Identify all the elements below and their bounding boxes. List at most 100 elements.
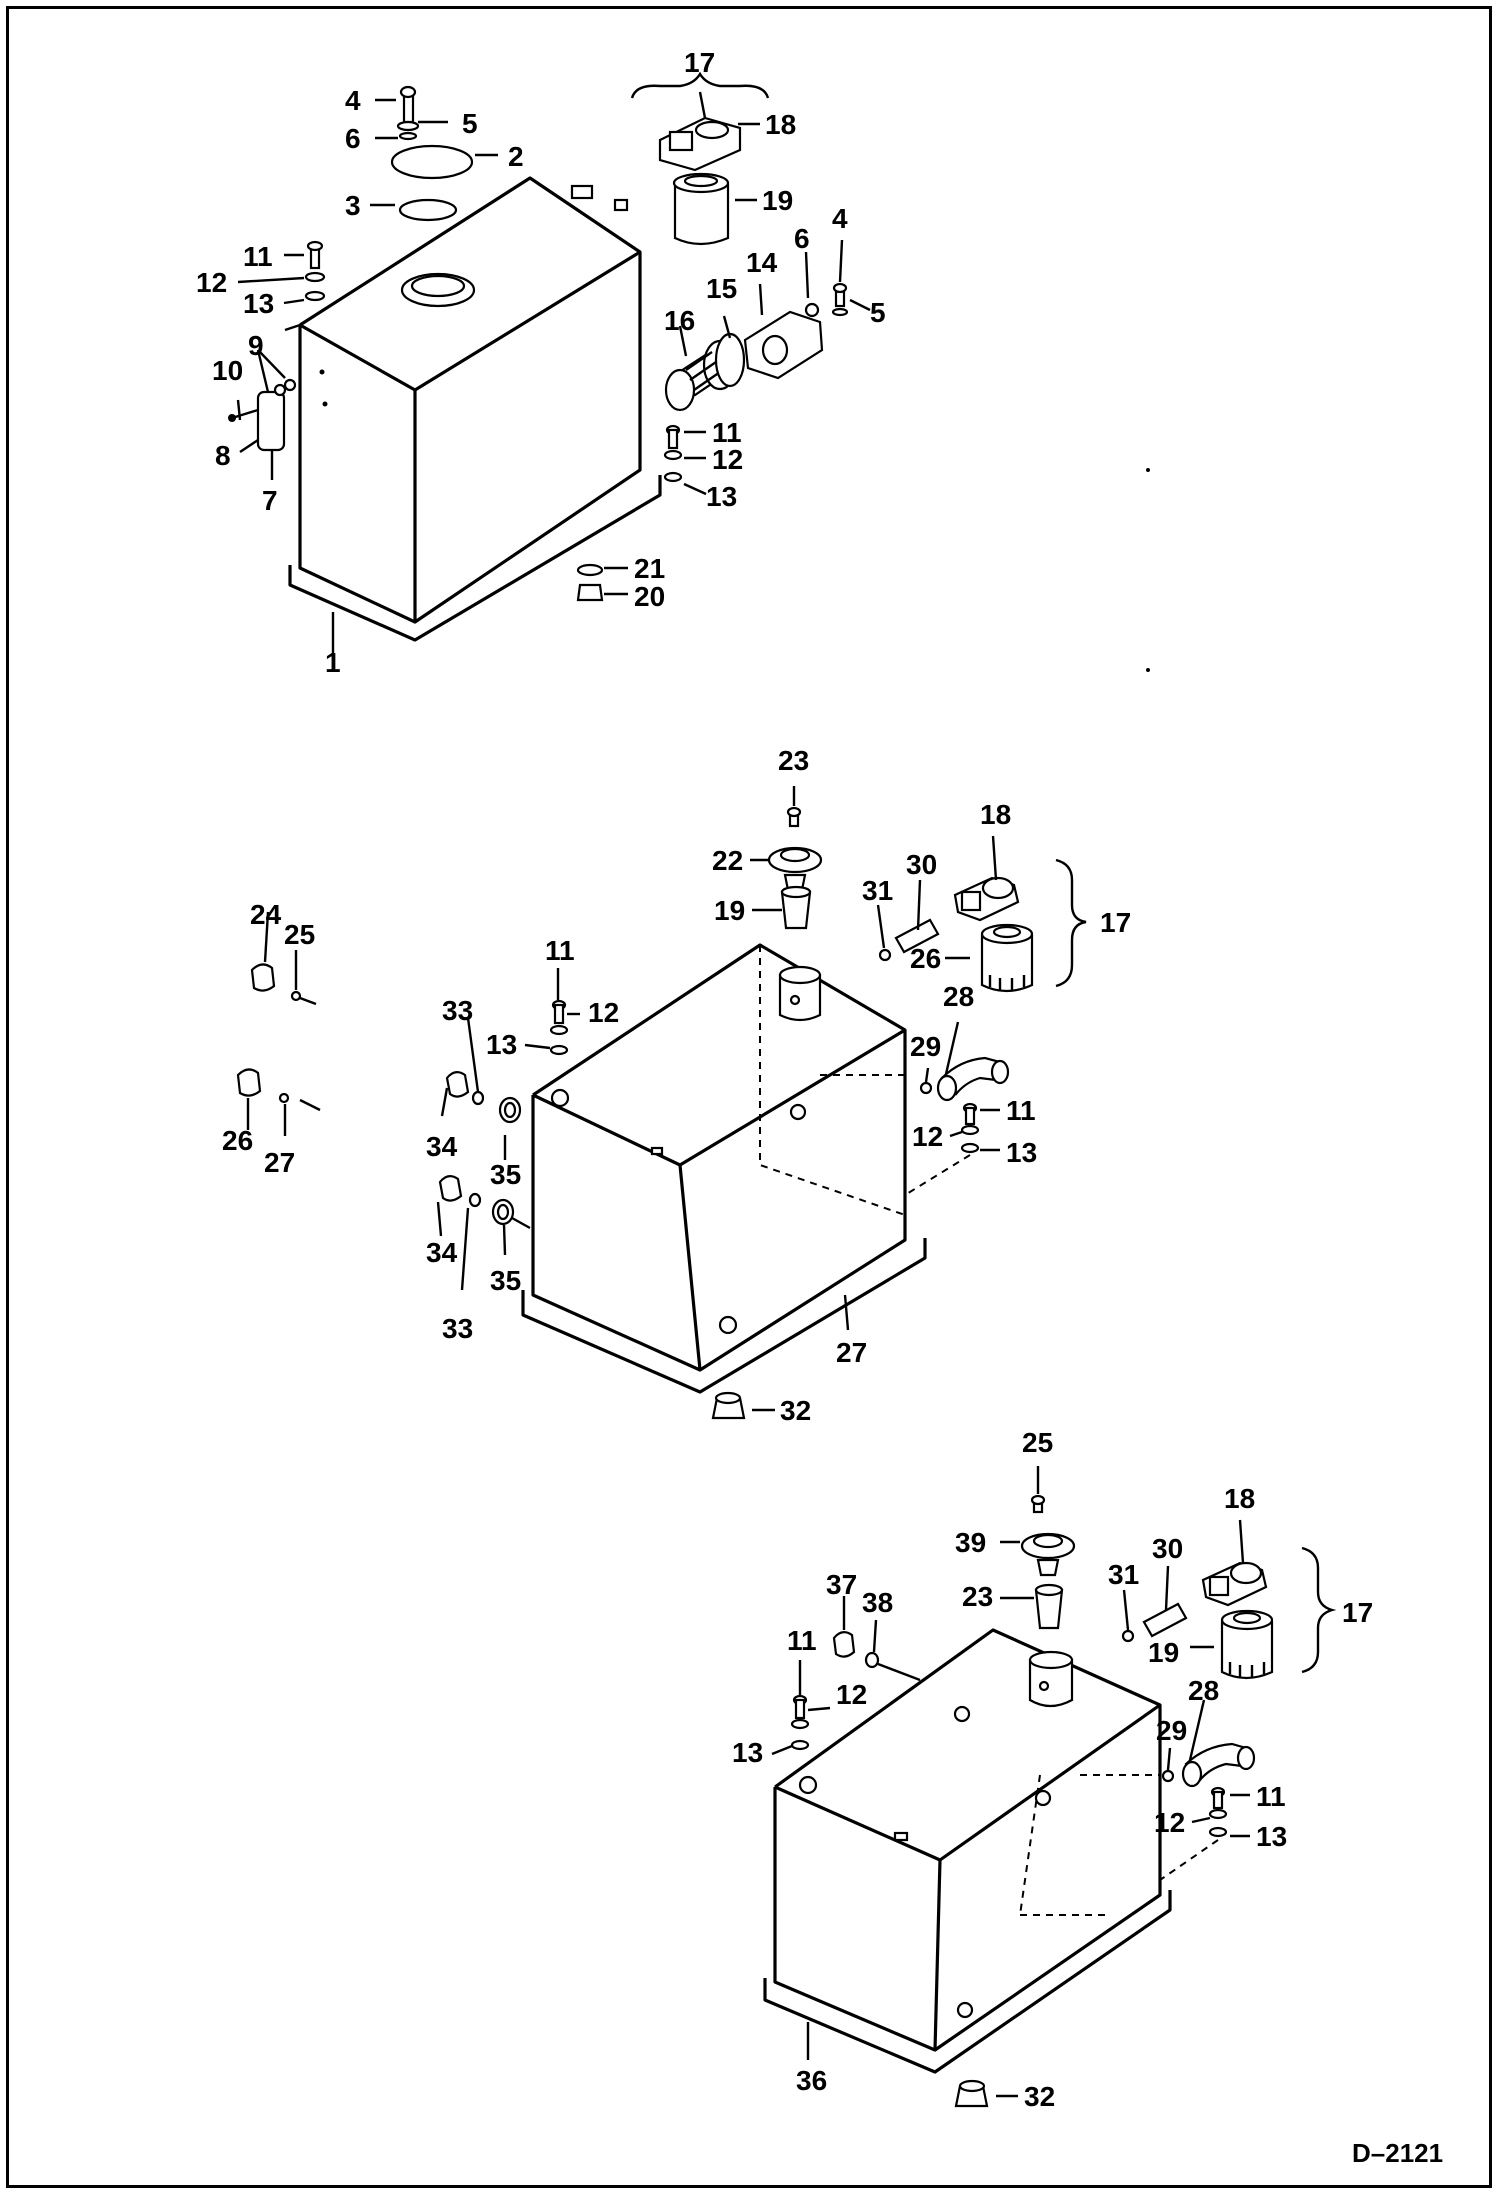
callout-34a: 35 — [490, 1159, 521, 1190]
tank-36 — [763, 1628, 1172, 2074]
callout-10: 10 — [212, 355, 243, 386]
callout-16: 16 — [664, 305, 695, 336]
callout-12b: 12 — [836, 1679, 867, 1710]
callout-12m-r: 12 — [912, 1121, 943, 1152]
callout-12b-r: 12 — [1154, 1807, 1185, 1838]
callout-11b: 11 — [712, 417, 742, 448]
callout-36: 36 — [796, 2065, 827, 2096]
callouts-middle: 23 22 19 18 30 31 17 19 19 19 18 28 29 1… — [222, 745, 1131, 1426]
callout-12b: 12 — [712, 444, 743, 475]
callout-4b: 4 — [832, 203, 848, 234]
callout-19: 19 — [762, 185, 793, 216]
cover-plate — [390, 144, 474, 180]
filter-element-mid — [980, 923, 1034, 993]
callout-13b: 13 — [732, 1737, 763, 1768]
bottom-leaders — [771, 1466, 1337, 2098]
callout-26b: 26 — [222, 1125, 253, 1156]
callout-34b: 35 — [490, 1265, 521, 1296]
callout-25: 23 — [778, 745, 809, 776]
callout-13b-r: 13 — [1256, 1821, 1287, 1852]
callout-6: 6 — [345, 123, 361, 154]
callout-30: 30 — [906, 849, 937, 880]
callout-18: 18 — [765, 109, 796, 140]
top-leaders — [236, 71, 871, 654]
callout-11m: 11 — [545, 935, 575, 966]
callout-28b: 28 — [1188, 1675, 1219, 1706]
callout-13b: 13 — [706, 481, 737, 512]
callout-7: 7 — [262, 485, 278, 516]
callout-28: 28 — [943, 981, 974, 1012]
tank-22 — [521, 943, 927, 1394]
callout-17m: 17 — [1100, 907, 1131, 938]
callout-6b: 6 — [794, 223, 810, 254]
callout-5: 5 — [462, 108, 478, 139]
callout-18b: 18 — [1224, 1483, 1255, 1514]
callout-12: 12 — [196, 267, 227, 298]
callout-30b: 30 — [1152, 1533, 1183, 1564]
o-ring — [398, 198, 458, 222]
middle-leaders — [246, 786, 1087, 1412]
callout-26a: 24 — [250, 899, 282, 930]
callout-1: 1 — [325, 647, 341, 678]
callouts-top: 4 5 6 2 3 11 12 13 9 10 8 7 1 17 18 19 1… — [196, 47, 886, 678]
callout-29: 29 — [910, 1031, 941, 1062]
callout-37: 37 — [826, 1569, 857, 1600]
callout-20: 20 — [634, 581, 665, 612]
callout-17: 17 — [684, 47, 715, 78]
callout-33b: 34 — [426, 1237, 458, 1268]
flange — [743, 302, 824, 380]
callout-39: 39 — [955, 1527, 986, 1558]
callout-31: 31 — [862, 875, 893, 906]
callouts-bottom: 25 39 23 18 30 31 17 19 28 29 11 12 13 3… — [732, 1427, 1373, 2112]
callout-13: 13 — [243, 288, 274, 319]
filter-head-mid — [953, 876, 1020, 922]
callout-35b: 33 — [442, 1313, 473, 1344]
callout-25b: 25 — [1022, 1427, 1053, 1458]
callout-2: 2 — [508, 141, 524, 172]
drawing-number: D–2121 — [1352, 2138, 1443, 2168]
callout-27b: 27 — [264, 1147, 295, 1178]
bottom-tank-assembly — [763, 1494, 1274, 2108]
callout-23: 19 — [714, 895, 745, 926]
filter-element — [672, 172, 730, 246]
callout-13m-r: 13 — [1006, 1137, 1037, 1168]
callout-33a: 34 — [426, 1131, 458, 1162]
top-tank-assembly — [228, 85, 1150, 672]
callout-27a: 25 — [284, 919, 315, 950]
callout-38: 38 — [862, 1587, 893, 1618]
callout-24: 22 — [712, 845, 743, 876]
callout-5b: 5 — [870, 297, 886, 328]
middle-tank-assembly — [236, 806, 1034, 1420]
filter-element-bottom — [1220, 1609, 1274, 1680]
callout-9: 9 — [248, 330, 264, 361]
callout-18m: 18 — [980, 799, 1011, 830]
callout-32: 32 — [780, 1395, 811, 1426]
callout-29b: 29 — [1156, 1715, 1187, 1746]
callout-19b: 19 — [1148, 1637, 1179, 1668]
callout-19m-final: 26 — [910, 943, 941, 974]
callout-3: 3 — [345, 190, 361, 221]
callout-23b: 23 — [962, 1581, 993, 1612]
callout-35a: 33 — [442, 995, 473, 1026]
callout-4: 4 — [345, 85, 361, 116]
callout-21: 21 — [634, 553, 665, 584]
callout-31b: 31 — [1108, 1559, 1139, 1590]
drawing-frame — [6, 6, 1492, 2188]
callout-11b: 11 — [787, 1625, 817, 1656]
callout-11b-r: 11 — [1256, 1781, 1286, 1812]
filter-head — [658, 116, 742, 172]
callout-17b: 17 — [1342, 1597, 1373, 1628]
callout-13m: 13 — [486, 1029, 517, 1060]
callout-11m-r: 11 — [1006, 1095, 1036, 1126]
callout-14: 14 — [746, 247, 778, 278]
callout-32b: 32 — [1024, 2081, 1055, 2112]
callout-15: 15 — [706, 273, 737, 304]
callout-8: 8 — [215, 440, 231, 471]
callout-11: 11 — [243, 241, 273, 272]
tank-1 — [284, 176, 662, 642]
callout-12m: 12 — [588, 997, 619, 1028]
callout-22: 27 — [836, 1337, 867, 1368]
filter-head-bottom — [1201, 1561, 1268, 1607]
